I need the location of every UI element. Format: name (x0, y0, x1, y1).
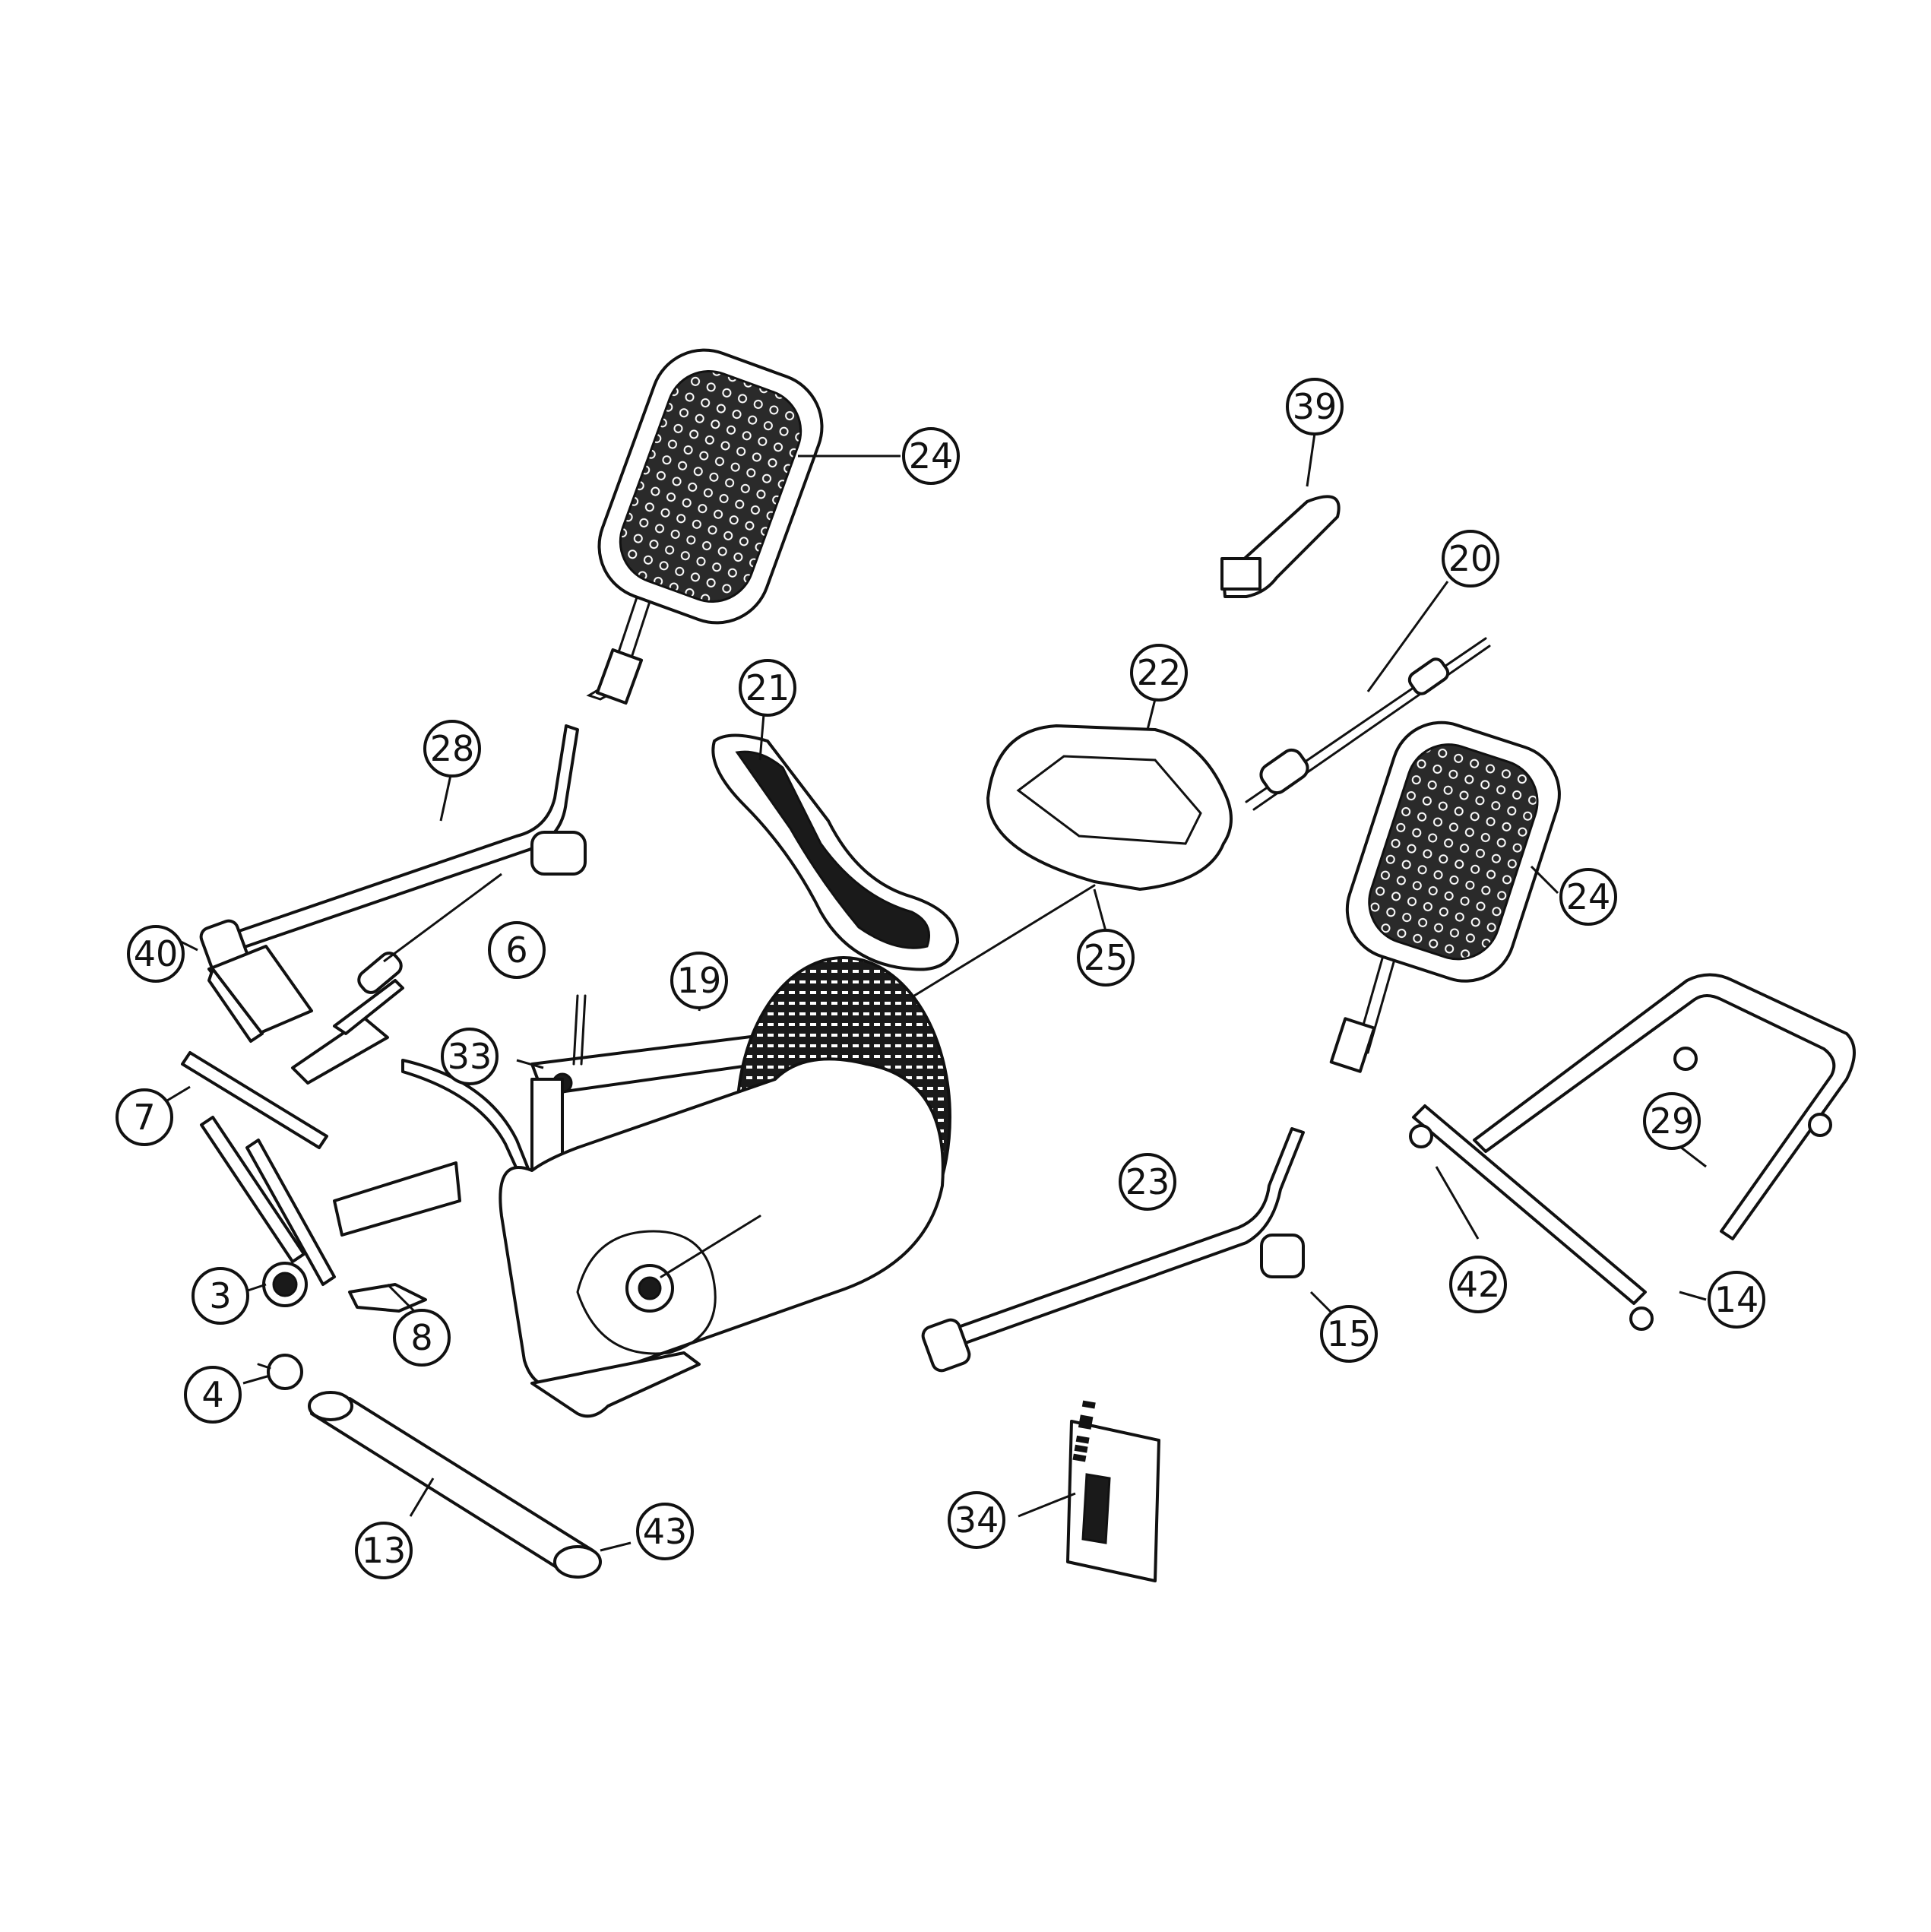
svg-text:22: 22 (1137, 652, 1182, 693)
svg-text:14: 14 (1714, 1279, 1759, 1320)
callout-8: 8 (393, 1309, 451, 1367)
svg-text:42: 42 (1456, 1264, 1501, 1305)
callout-23: 23 (1119, 1153, 1176, 1211)
svg-text:24: 24 (909, 435, 954, 477)
front-stabilizer (308, 1391, 602, 1579)
svg-text:34: 34 (954, 1500, 999, 1541)
svg-text:33: 33 (448, 1036, 492, 1077)
callout-34: 34 (948, 1491, 1005, 1549)
main-body-flywheel (499, 956, 951, 1418)
callout-24-upper: 24 (902, 427, 960, 485)
svg-text:24: 24 (1566, 876, 1611, 917)
knob-3 (262, 1262, 308, 1307)
callout-33: 33 (441, 1028, 499, 1085)
rear-stabilizer-frame (1409, 973, 1856, 1331)
connector-rod (1245, 637, 1491, 811)
callout-22: 22 (1130, 644, 1188, 702)
callout-13: 13 (355, 1522, 413, 1579)
callout-24-right: 24 (1559, 868, 1617, 926)
pedal-upper (586, 348, 824, 705)
svg-text:8: 8 (410, 1317, 432, 1358)
callout-7: 7 (116, 1088, 173, 1146)
knob-4 (257, 1354, 303, 1390)
callout-29: 29 (1643, 1092, 1701, 1150)
svg-text:25: 25 (1084, 937, 1129, 978)
callout-3: 3 (192, 1267, 249, 1325)
callout-39: 39 (1286, 378, 1344, 435)
callout-19: 19 (670, 952, 728, 1009)
callout-15: 15 (1320, 1305, 1378, 1363)
callout-43: 43 (636, 1503, 694, 1560)
svg-text:20: 20 (1448, 538, 1493, 579)
leader-lines (151, 432, 1707, 1552)
callout-4: 4 (184, 1366, 242, 1424)
bracket (1220, 495, 1341, 598)
svg-text:15: 15 (1327, 1313, 1372, 1354)
svg-text:28: 28 (430, 728, 475, 769)
pedal-right (1329, 721, 1561, 1073)
callout-21: 21 (739, 659, 796, 717)
svg-text:40: 40 (134, 933, 179, 974)
svg-text:3: 3 (209, 1275, 231, 1316)
callout-40: 40 (127, 925, 185, 983)
cable (907, 884, 1096, 1001)
svg-text:4: 4 (201, 1374, 223, 1415)
svg-text:43: 43 (643, 1511, 688, 1552)
svg-text:6: 6 (505, 930, 527, 971)
callout-14: 14 (1708, 1271, 1765, 1329)
svg-text:13: 13 (362, 1530, 407, 1571)
callout-25: 25 (1077, 929, 1135, 987)
callout-20: 20 (1442, 530, 1499, 588)
seat-pad (986, 724, 1233, 891)
cover-shroud (711, 733, 959, 971)
svg-text:23: 23 (1125, 1161, 1170, 1202)
svg-text:29: 29 (1650, 1101, 1695, 1142)
pedal-arm-right (921, 1127, 1305, 1373)
svg-text:21: 21 (745, 667, 790, 708)
svg-text:39: 39 (1293, 386, 1337, 427)
end-cap (207, 945, 313, 1043)
callout-6: 6 (488, 921, 546, 979)
callouts: 24 39 20 21 22 28 24 40 (116, 378, 1765, 1579)
callout-28: 28 (423, 720, 481, 778)
svg-text:7: 7 (133, 1097, 155, 1138)
callout-42: 42 (1449, 1256, 1507, 1313)
decal-sheet: ▮▮▮ ■ ▮ (1066, 1398, 1160, 1582)
svg-text:19: 19 (677, 960, 722, 1001)
